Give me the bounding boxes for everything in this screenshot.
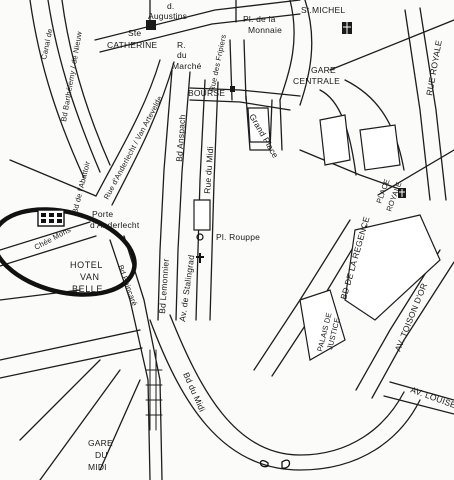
label-r-du-marche-2: du: [177, 50, 187, 60]
road-chee-mons-n: [0, 221, 91, 251]
hotel-highlight-oval: [0, 207, 137, 297]
road-toison-w: [355, 249, 441, 391]
road-bd-du-midi-inner: [149, 319, 421, 471]
road-top-1: [94, 0, 301, 41]
block-rouppe: [193, 199, 211, 231]
label-r-du-marche-3: Marché: [172, 61, 202, 71]
road-ll-3: [39, 369, 121, 480]
road-top-right-diag: [329, 19, 454, 71]
road-canal-left: [29, 0, 85, 179]
label-porte-1: Porte: [92, 209, 113, 219]
road-park-arc: [344, 79, 405, 171]
church-icon-st-michel: [342, 22, 352, 34]
label-pl-monnaie-1: Pl. de la: [243, 14, 276, 24]
label-porte-2: d'Anderlecht: [90, 220, 140, 230]
label-gare-midi-1: GARE: [88, 438, 113, 448]
road-ll-4: [19, 359, 101, 441]
label-rue-du-midi: Rue du Midi: [202, 146, 215, 194]
road-av-louise-n: [389, 381, 454, 401]
block-regence: [344, 214, 441, 321]
label-bourse: BOURSE: [188, 88, 225, 98]
label-hotel-2: VAN: [80, 272, 100, 282]
road-royale-place: [299, 149, 403, 191]
road-bourse-cross-2: [189, 99, 291, 111]
road-chee-mons-s: [0, 235, 97, 267]
label-av-stalingrad: Av. de Stalingrad: [177, 254, 196, 322]
road-fripiers-e: [243, 39, 247, 101]
building-blocks: [193, 107, 441, 361]
label-bd-lemonnier: Bd Lemonnier: [157, 258, 171, 314]
road-canal-right: [61, 0, 111, 166]
church-icon-rouppe: [196, 253, 204, 263]
road-ll-2: [0, 347, 143, 379]
road-ll-5: [99, 379, 141, 471]
label-bd-anspach: Bd Anspach: [174, 114, 187, 162]
label-r-du-marche-1: R.: [177, 40, 186, 50]
label-gare-midi-3: MIDI: [88, 462, 107, 472]
road-toison-e: [371, 261, 454, 399]
label-pl-monnaie-2: Monnaie: [248, 25, 282, 35]
road-poincare-w: [109, 239, 151, 480]
fountain-icon-rouppe: [196, 233, 204, 241]
road-rue-royale-e: [419, 7, 447, 201]
road-abattoir-link: [9, 159, 97, 197]
church-icon-ste-catherine: [146, 20, 156, 30]
label-pl-rouppe: Pl. Rouppe: [216, 232, 260, 242]
road-bd-anspach-w: [157, 69, 173, 321]
label-bd-barthelemy: Bd Barthélemy / de Nieuw: [59, 30, 84, 122]
road-grand-place-block: [245, 95, 273, 151]
label-rue-royale: RUE ROYALE: [424, 39, 444, 96]
label-gare-midi-2: DU: [95, 450, 108, 460]
label-ste-catherine-2: CATHERINE: [107, 40, 157, 50]
road-rue-du-midi-w: [195, 79, 206, 321]
road-ll-1: [0, 329, 141, 361]
block-park-1: [319, 114, 351, 166]
hotel-building-icon: [37, 209, 65, 227]
road-av-louise-s: [383, 395, 454, 415]
road-central-e: [299, 0, 313, 106]
block-grand-place: [247, 107, 271, 143]
label-augustins-top: d.: [167, 1, 175, 11]
road-regence-w: [253, 219, 351, 371]
label-gare-centrale-2: CENTRALE: [293, 76, 340, 86]
road-bd-anspach-e: [175, 71, 191, 321]
road-bourse-cross: [189, 87, 301, 97]
road-rue-du-midi-e: [209, 81, 219, 321]
rail-ties: [145, 369, 163, 416]
label-rue-fripiers: Rue des Fripiers: [207, 34, 228, 93]
label-ste-catherine-1: Ste: [128, 28, 141, 38]
road-bd-du-midi-outer: [169, 314, 405, 456]
label-canal: Canal de: [39, 28, 54, 61]
road-top-2: [99, 13, 301, 53]
label-hotel-3: BELLE: [72, 284, 103, 294]
road-bd-barthelemy: [47, 0, 101, 173]
church-icon-place-royale: [398, 188, 406, 198]
road-rue-royale-w: [404, 9, 431, 201]
label-gare-centrale-1: GARE: [311, 65, 336, 75]
label-st-michel: St.MICHEL: [301, 5, 345, 15]
label-bd-du-midi: Bd du Midi: [181, 371, 207, 414]
label-augustins: Augustins: [148, 11, 187, 21]
road-rue-anderlecht-a: [95, 59, 161, 197]
road-royale-east: [377, 149, 454, 196]
road-central-w: [279, 0, 295, 101]
block-palais-justice: [299, 289, 346, 361]
road-rue-anderlecht-b: [111, 61, 175, 206]
bourse-icon: [230, 86, 235, 92]
block-park-2: [359, 124, 401, 171]
label-hotel-1: HOTEL: [70, 260, 103, 270]
road-grand-place-e: [279, 99, 283, 151]
label-rue-anderlecht: Rue d'Anderlecht / Van Artevelde: [102, 94, 164, 201]
monument-icon-midi: [259, 459, 291, 469]
